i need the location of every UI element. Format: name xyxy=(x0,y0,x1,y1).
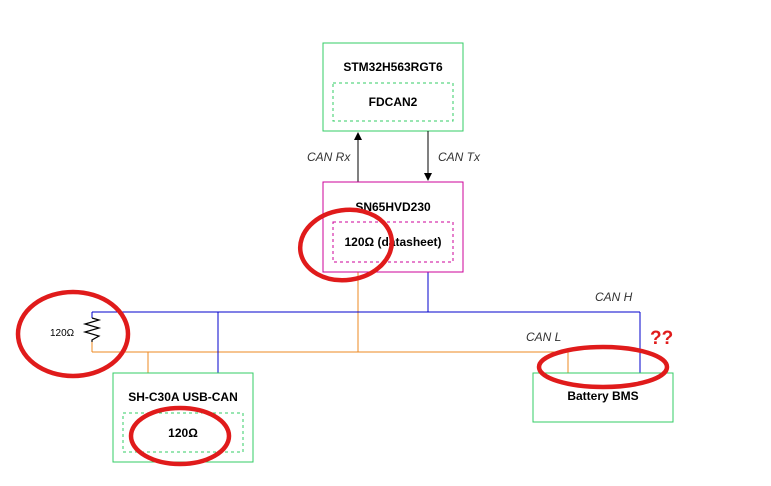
usb-can-title: SH-C30A USB-CAN xyxy=(128,390,238,404)
resistor-label: 120Ω xyxy=(50,328,75,339)
annotation-circle-bms xyxy=(536,344,670,390)
fdcan-box xyxy=(332,82,454,122)
question-marks: ?? xyxy=(650,328,673,349)
annotation-circle-transceiver xyxy=(297,207,395,283)
fdcan-label: FDCAN2 xyxy=(369,95,418,109)
bms-title: Battery BMS xyxy=(567,389,638,403)
can-h-wires xyxy=(91,272,641,373)
can-l-label: CAN L xyxy=(526,330,561,344)
annotation-circle-usb-can xyxy=(128,405,232,467)
mcu-title: STM32H563RGT6 xyxy=(343,60,443,74)
can-l-wires xyxy=(91,272,569,373)
red-annotations xyxy=(15,207,670,467)
can-h-label: CAN H xyxy=(595,290,633,304)
can-tx-label: CAN Tx xyxy=(438,150,481,164)
usb-can-termination-label: 120Ω xyxy=(168,426,198,440)
can-rx-label: CAN Rx xyxy=(307,150,351,164)
annotation-circle-resistor xyxy=(15,289,131,379)
transceiver-title: SN65HVD230 xyxy=(355,200,431,214)
resistor-icon xyxy=(82,317,102,342)
